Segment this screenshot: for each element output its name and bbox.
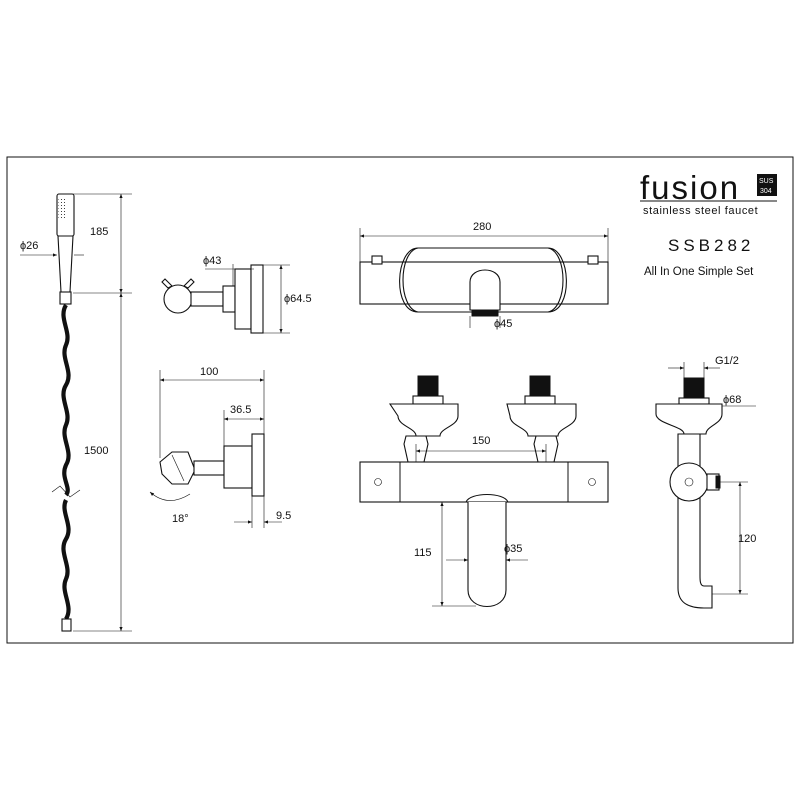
dim-body-width: 280: [473, 221, 491, 233]
product-description: All In One Simple Set: [644, 266, 754, 278]
front-body-bar: [359, 461, 609, 503]
holder-cradle: [159, 451, 196, 485]
side-body-circle: [669, 462, 709, 502]
dim-inlet-thread: G1/2: [715, 355, 739, 367]
holder-boss: [222, 285, 236, 313]
brand-tagline: stainless steel faucet: [643, 205, 758, 217]
brand-block: fusion SUS 304 stainless steel faucet SS…: [640, 169, 777, 278]
front-spout: [467, 502, 507, 608]
sus-badge: [757, 174, 777, 196]
dim-holder-angle: 18°: [172, 513, 189, 525]
model-number: SSB282: [668, 236, 754, 255]
hose-end-fitting: [61, 618, 72, 632]
dim-spout-pipe-diameter: ϕ35: [504, 543, 522, 555]
dim-side-height: 120: [738, 533, 756, 545]
holder-plate: [234, 268, 252, 330]
holder-side-view: 100 36.5 18° 9.5: [149, 366, 291, 528]
top-right-handle: [547, 247, 567, 313]
side-escutcheon: [655, 403, 723, 435]
holder-side-arm: [193, 460, 225, 476]
hose-break: [51, 485, 81, 498]
top-spout: [469, 269, 501, 311]
top-right-nub: [587, 255, 599, 265]
right-escutcheon: [506, 403, 577, 437]
dim-holder-depth: 36.5: [230, 404, 251, 416]
hand-shower-view: ϕ26 185 1500: [20, 193, 132, 632]
hose-lower: [61, 499, 71, 621]
holder-front-view: ϕ43 ϕ64.5: [161, 255, 312, 334]
side-inlet-thread: [683, 377, 705, 399]
holder-ring: [163, 284, 193, 314]
dim-spout-drop: 115: [414, 547, 432, 559]
left-inlet-thread: [417, 375, 439, 397]
dim-holder-plate-diameter: ϕ64.5: [284, 293, 312, 305]
dim-escutcheon-diameter: ϕ68: [723, 394, 741, 406]
shower-spray-face: [58, 198, 66, 220]
right-end-cap: [588, 478, 596, 486]
sus-badge-bottom: 304: [760, 188, 772, 195]
holder-flange: [250, 264, 264, 334]
dim-plate-thickness: 9.5: [276, 510, 291, 522]
left-end-cap: [374, 478, 382, 486]
shower-handle: [57, 235, 74, 293]
side-body-pipe: [677, 433, 713, 609]
drawing-frame: [6, 156, 794, 644]
hose: [61, 303, 71, 497]
holder-side-boss: [223, 445, 253, 489]
shower-handle-end: [59, 291, 72, 305]
brand-name: fusion: [640, 169, 740, 206]
sus-badge-top: SUS: [759, 178, 774, 185]
mixer-front-view: 150 115 ϕ35: [359, 375, 609, 608]
dim-head-length: 185: [90, 226, 108, 238]
mixer-top-view: 280 ϕ45: [359, 221, 609, 330]
top-left-nub: [371, 255, 383, 265]
dim-holder-diameter: ϕ43: [203, 255, 221, 267]
dim-hose-length: 1500: [84, 445, 108, 457]
right-inlet-thread: [529, 375, 551, 397]
dim-inlet-spacing: 150: [472, 435, 490, 447]
left-escutcheon: [388, 403, 459, 437]
mixer-side-view: G1/2 ϕ68 120: [655, 355, 756, 609]
holder-clip: [161, 278, 195, 289]
holder-side-plate: [251, 433, 265, 497]
dim-spout-diameter: ϕ45: [494, 318, 512, 330]
holder-arm: [190, 291, 224, 307]
top-left-handle: [399, 247, 419, 313]
top-spout-outlet: [471, 309, 499, 317]
dim-holder-reach: 100: [200, 366, 218, 378]
dim-head-diameter: ϕ26: [20, 240, 38, 252]
